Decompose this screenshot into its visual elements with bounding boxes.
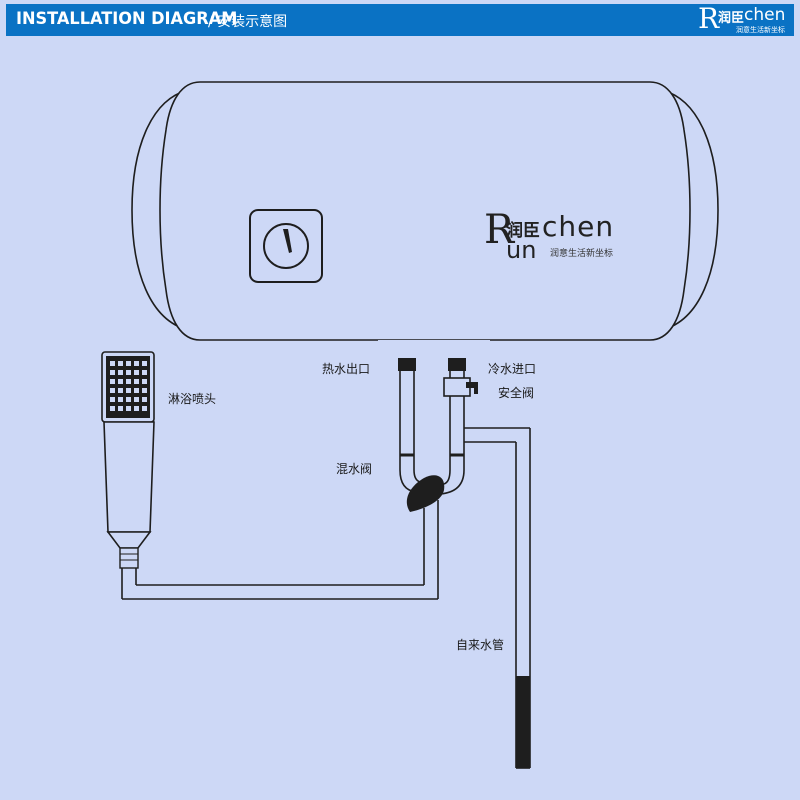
- shower-nozzle: [142, 397, 147, 402]
- header-logo: R 润臣 chen 润意生活新坐标: [696, 2, 794, 36]
- shower-nozzle: [134, 361, 139, 366]
- shower-nozzle: [142, 388, 147, 393]
- label-hot-water-outlet: 热水出口: [322, 362, 371, 376]
- shower-nozzle: [126, 379, 131, 384]
- shower-nozzle: [118, 361, 123, 366]
- tank-logo-english: chen: [542, 210, 615, 243]
- tank-bottom-plate: [378, 340, 490, 358]
- shower-nozzle: [110, 379, 115, 384]
- shower-nozzle: [118, 370, 123, 375]
- tank-logo-chinese: 润臣: [506, 221, 540, 241]
- header-logo-letter: R: [698, 2, 720, 35]
- shower-nozzle: [134, 370, 139, 375]
- label-tap-water-pipe: 自来水管: [456, 638, 505, 652]
- shower-nozzle: [134, 379, 139, 384]
- header-logo-english: chen: [744, 5, 786, 25]
- header-bar: INSTALLATION DIAGRAM / 安装示意图 R 润臣 chen 润…: [6, 2, 794, 36]
- label-mixing-valve: 混水阀: [336, 462, 373, 476]
- shower-nozzle: [110, 388, 115, 393]
- shower-nozzle: [142, 379, 147, 384]
- shower-nozzle: [110, 397, 115, 402]
- shower-nozzle: [134, 397, 139, 402]
- cold-inlet-fitting: [448, 355, 466, 371]
- shower-nozzle: [126, 397, 131, 402]
- shower-nozzle: [118, 379, 123, 384]
- page-subtitle: / 安装示意图: [208, 14, 288, 30]
- shower-nozzle: [118, 397, 123, 402]
- shower-nozzle: [142, 370, 147, 375]
- gauge-dial: [263, 223, 309, 269]
- shower-hose: [121, 500, 439, 600]
- header-logo-tagline: 润意生活新坐标: [736, 26, 785, 34]
- mixing-valve-knob: [406, 475, 445, 512]
- shower-nozzle: [118, 406, 123, 411]
- tank-logo: R 润臣 chen un 润意生活新坐标: [484, 210, 664, 266]
- tank-logo-letter: R: [484, 207, 515, 253]
- shower-nozzle: [126, 370, 131, 375]
- shower-nozzle: [142, 361, 147, 366]
- temperature-gauge: [249, 209, 323, 283]
- shower-nozzle: [134, 388, 139, 393]
- label-shower-head: 淋浴喷头: [168, 392, 217, 406]
- page-title: INSTALLATION DIAGRAM: [16, 9, 238, 29]
- shower-head: [101, 351, 155, 569]
- label-safety-valve: 安全阀: [498, 386, 535, 400]
- shower-nozzle: [110, 406, 115, 411]
- shower-head-nozzles: [110, 361, 147, 411]
- safety-valve: [443, 377, 478, 397]
- shower-nozzle: [110, 370, 115, 375]
- gauge-needle: [283, 229, 292, 253]
- header-logo-chinese: 润臣: [718, 11, 745, 26]
- shower-nozzle: [126, 406, 131, 411]
- tank-logo-un: un: [506, 236, 537, 264]
- shower-nozzle: [110, 361, 115, 366]
- tank-logo-tagline: 润意生活新坐标: [550, 249, 614, 259]
- tap-water-pipe-dark: [516, 676, 530, 768]
- label-cold-water-inlet: 冷水进口: [488, 362, 537, 376]
- shower-nozzle: [126, 361, 131, 366]
- shower-nozzle: [118, 388, 123, 393]
- shower-nozzle: [142, 406, 147, 411]
- shower-nozzle: [126, 388, 131, 393]
- hot-outlet-fitting: [398, 355, 416, 371]
- shower-nozzle: [134, 406, 139, 411]
- hot-water-pipe: [399, 371, 421, 493]
